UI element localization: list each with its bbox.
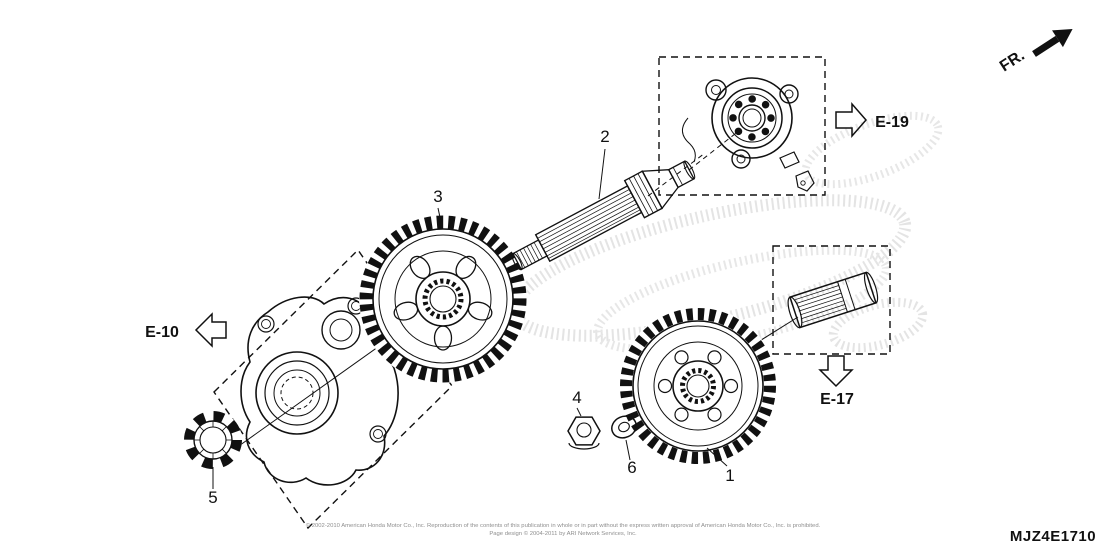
- callout-5-label: 5: [208, 488, 217, 507]
- final-gear-part3: [359, 215, 527, 383]
- shaft-collar-ribs: [628, 173, 659, 216]
- ref-box-e17: [772, 245, 891, 355]
- bearing-balls: [729, 95, 775, 141]
- drawing-code: MJZ4E1710: [1010, 528, 1096, 545]
- gear1-lightening-holes: [657, 350, 739, 422]
- transmission-case: [240, 296, 399, 486]
- e17-arrow-icon: [818, 355, 854, 388]
- shaft-thread-ticks: [516, 242, 543, 268]
- ref-e19: E-19: [835, 102, 909, 138]
- flange-nut-part4: [567, 416, 601, 450]
- callout-4-label: 4: [572, 388, 581, 407]
- e19-arrow-icon: [835, 102, 867, 138]
- ref-label-e19: E-19: [875, 114, 909, 131]
- bearing-holder-assembly: [682, 77, 815, 192]
- callout-3-label: 3: [433, 187, 442, 206]
- splined-collar: [787, 271, 879, 329]
- footer: © 2002-2010 American Honda Motor Co., In…: [306, 522, 1096, 545]
- ref-e10: E-10: [145, 312, 227, 348]
- washer-part6: [611, 415, 637, 439]
- copyright-line2: Page design © 2004-2011 by ARI Network S…: [489, 530, 637, 537]
- locknut-spline-ticks: [194, 421, 232, 459]
- locknut-part5: [184, 411, 242, 469]
- ref-label-e10: E-10: [145, 324, 179, 341]
- case-bolt-heads: [257, 297, 387, 443]
- collar-spline-lines: [794, 285, 847, 323]
- callout-6-label: 6: [627, 458, 636, 477]
- holder-clip-wire: [682, 117, 696, 163]
- shaft-spline-lines: [537, 189, 641, 259]
- final-shaft-part2: [511, 160, 696, 271]
- callout-1-label: 1: [725, 466, 734, 485]
- fr-arrow-icon: [1032, 28, 1073, 57]
- ref-box-e19: [658, 56, 826, 196]
- callout-2-label: 2: [600, 127, 609, 146]
- callouts: 2 3 1 4 6 5: [208, 127, 734, 507]
- ref-label-e17: E-17: [820, 391, 854, 408]
- e10-arrow-icon: [194, 312, 227, 348]
- fr-label: FR.: [997, 47, 1028, 75]
- retainer-clips: [779, 151, 815, 192]
- copyright-line1: © 2002-2010 American Honda Motor Co., In…: [306, 522, 821, 529]
- ref-e17: E-17: [818, 355, 854, 408]
- fr-direction-marker: FR.: [997, 28, 1073, 75]
- counter-gear-part1: [619, 307, 777, 465]
